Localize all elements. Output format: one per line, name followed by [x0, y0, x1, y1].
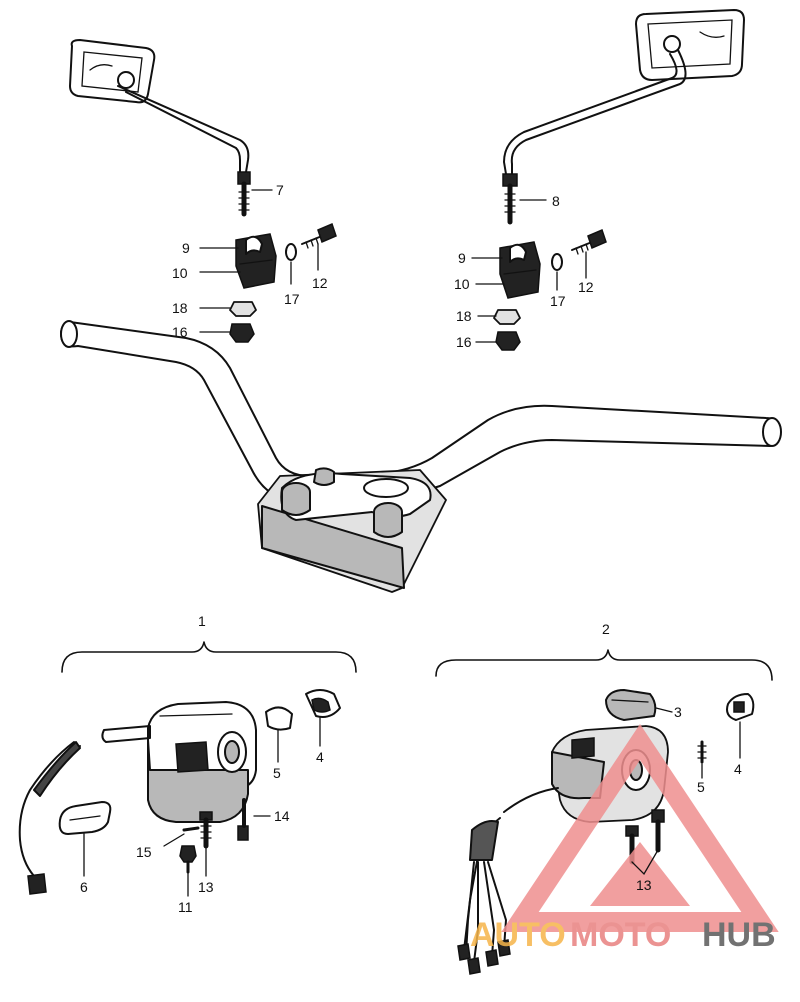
watermark-auto: AUTO [470, 916, 566, 954]
handlebar-clamp [257, 467, 447, 593]
label-4-left: 4 [316, 749, 324, 765]
label-4-right: 4 [734, 761, 742, 777]
label-5-right: 5 [697, 779, 705, 795]
label-13-right: 13 [636, 877, 652, 893]
label-5-left: 5 [273, 765, 281, 781]
label-16-left: 16 [172, 324, 188, 340]
label-11: 11 [178, 899, 193, 915]
watermark-hub: HUB [702, 916, 776, 954]
watermark-moto: MOTO [570, 916, 671, 954]
automotohub-watermark: AUTO MOTO HUB [470, 723, 779, 954]
label-13-left: 13 [198, 879, 214, 895]
left-switch-assembly [18, 689, 341, 895]
label-10-left: 10 [172, 265, 188, 281]
label-6: 6 [80, 879, 88, 895]
label-10-right: 10 [454, 276, 470, 292]
label-9-right: 9 [458, 250, 466, 266]
label-17-left: 17 [284, 291, 300, 307]
label-9-left: 9 [182, 240, 190, 256]
label-15: 15 [136, 844, 152, 860]
label-18-left: 18 [172, 300, 188, 316]
label-14: 14 [274, 808, 290, 824]
right-clamp-group [493, 228, 607, 351]
left-clamp-group [229, 222, 337, 343]
label-12-right: 12 [578, 279, 594, 295]
label-17-right: 17 [550, 293, 566, 309]
label-18-right: 18 [456, 308, 472, 324]
right-mirror [502, 9, 745, 225]
leader-lines [83, 189, 741, 897]
label-16-right: 16 [456, 334, 472, 350]
label-2: 2 [602, 621, 610, 637]
label-12-left: 12 [312, 275, 328, 291]
left-mirror [69, 39, 251, 217]
label-8: 8 [552, 193, 560, 209]
label-3: 3 [674, 704, 682, 720]
label-1: 1 [198, 613, 206, 629]
part-number-labels: 7 8 9 10 12 17 18 16 9 10 12 17 18 16 1 … [80, 182, 742, 915]
label-7: 7 [276, 182, 284, 198]
assembly-brackets [61, 641, 773, 681]
